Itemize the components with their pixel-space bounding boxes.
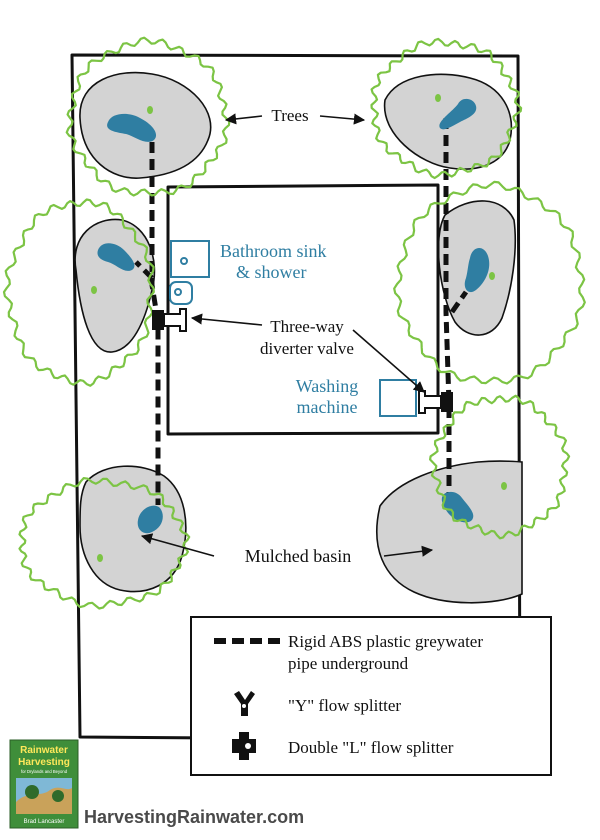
tree-canopies <box>2 36 586 610</box>
book-cover-icon: Rainwater Harvesting for Drylands and Be… <box>9 739 79 829</box>
arrow-valve-right <box>352 329 425 393</box>
legend-pipe-line2: pipe underground <box>288 654 409 673</box>
water-outlet-icon <box>441 491 474 523</box>
diverter-valve-icon <box>418 390 453 414</box>
tree-canopy-icon <box>393 180 586 385</box>
tree-canopy-icon <box>2 198 155 387</box>
arrow-valve-left <box>190 313 263 326</box>
label-trees: Trees <box>271 106 308 125</box>
y-splitter-icon <box>234 691 255 716</box>
label-mulched-basin: Mulched basin <box>245 546 351 566</box>
legend-y-splitter: "Y" flow splitter <box>288 696 401 715</box>
arrow-basin-left <box>140 533 215 557</box>
drain-icon <box>174 288 182 296</box>
arrow-trees-left <box>224 113 263 125</box>
book-title-line2: Harvesting <box>18 757 70 768</box>
arrow-basin-right <box>383 545 434 557</box>
tree-canopy-icon <box>65 36 231 197</box>
book-author: Brad Lancaster <box>24 819 65 825</box>
water-outlet-icon <box>439 98 477 130</box>
diverter-valve-icon <box>152 308 187 332</box>
washing-machine-icon <box>379 379 417 417</box>
tree-canopy-icon <box>18 477 191 610</box>
sprout-icon <box>489 272 495 280</box>
book-subtitle: for Drylands and Beyond <box>21 769 68 774</box>
house-outline <box>166 183 440 436</box>
water-outlet-icon <box>97 243 135 271</box>
double-l-splitter-icon <box>232 732 256 760</box>
bathroom-fixtures <box>169 240 210 305</box>
annotation-arrows <box>140 113 434 557</box>
pipe-right-branch <box>449 290 469 314</box>
website-credit: HarvestingRainwater.com <box>84 807 304 827</box>
sprouts <box>91 94 507 562</box>
water-outlet-icon <box>107 113 157 142</box>
sprout-icon <box>91 286 97 294</box>
label-bathroom-line2: & shower <box>236 262 307 282</box>
label-bathroom-line1: Bathroom sink <box>220 241 327 261</box>
drain-icon <box>180 257 188 265</box>
legend: Rigid ABS plastic greywater pipe undergr… <box>190 616 552 776</box>
mulched-basin-mid-left <box>74 218 156 353</box>
pipe-right-trunk <box>443 118 452 498</box>
pipe-left-trunk <box>149 142 161 505</box>
water-outlet-icon <box>464 247 490 293</box>
shower-icon <box>170 240 210 278</box>
tree-canopy-icon <box>370 37 523 180</box>
label-valve-line1: Three-way <box>270 317 344 336</box>
sprout-icon <box>501 482 507 490</box>
water-outlets <box>97 98 490 534</box>
tree-canopy-icon <box>429 394 571 540</box>
sprout-icon <box>147 106 153 114</box>
legend-double-l-splitter: Double "L" flow splitter <box>288 738 454 757</box>
sprout-icon <box>97 554 103 562</box>
sprout-icon <box>435 94 441 102</box>
water-outlet-icon <box>137 505 163 534</box>
label-washer-line2: machine <box>297 397 358 417</box>
legend-pipe-line1: Rigid ABS plastic greywater <box>288 632 483 651</box>
sink-icon <box>169 281 193 305</box>
arrow-trees-right <box>319 113 366 125</box>
label-valve-line2: diverter valve <box>260 339 354 358</box>
book-title-line1: Rainwater <box>20 745 68 756</box>
mulched-basin-bottom-right <box>376 460 523 604</box>
label-washer-line1: Washing <box>296 376 359 396</box>
